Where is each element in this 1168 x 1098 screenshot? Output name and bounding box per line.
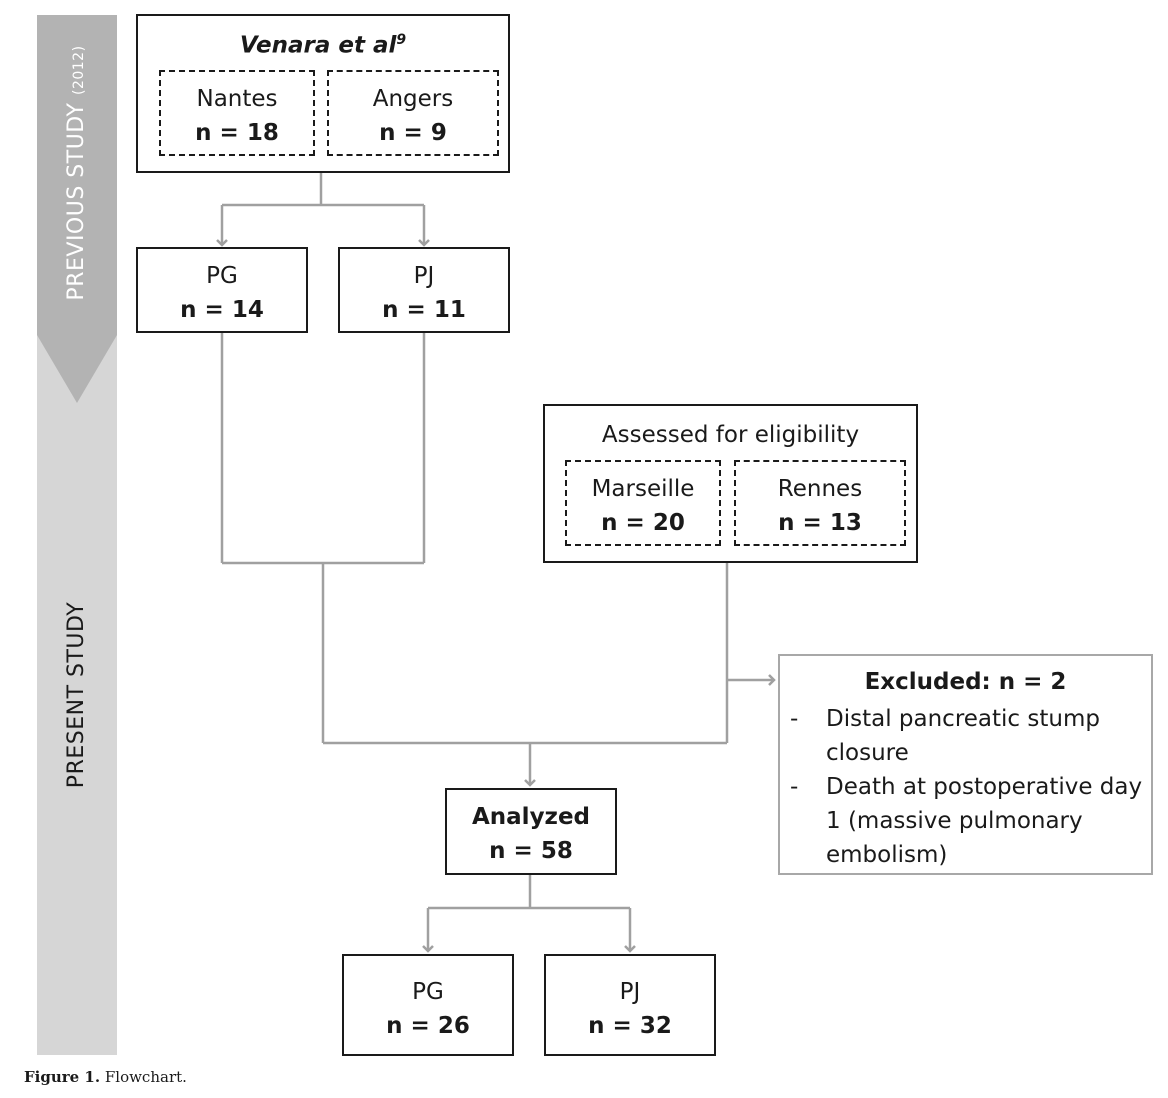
excluded-item-text: Distal pancreatic stump closure (826, 706, 1100, 766)
excluded-item: - Death at postoperative day 1 (massive … (790, 770, 1150, 872)
nantes-name: Nantes (196, 86, 278, 112)
rennes-box: Rennes n = 13 (734, 460, 906, 546)
excluded-item: - Distal pancreatic stump closure (790, 702, 1150, 770)
final-pg-box: PG n = 26 (342, 954, 514, 1056)
analyzed-label: Analyzed (471, 804, 591, 830)
figure-caption-text: Flowchart. (104, 1068, 187, 1086)
venara-study-box: Venara et al9 Nantes n = 18 Angers n = 9 (136, 14, 510, 173)
rennes-count: n = 13 (778, 510, 862, 536)
figure-caption: Figure 1. Flowchart. (24, 1068, 187, 1086)
nantes-box: Nantes n = 18 (159, 70, 315, 156)
figure-caption-label: Figure 1. (24, 1068, 101, 1086)
rennes-name: Rennes (777, 476, 863, 502)
nantes-count: n = 18 (195, 120, 279, 146)
prev-pg-box: PG n = 14 (136, 247, 308, 333)
previous-study-arrow (37, 15, 117, 403)
excluded-item-dash: - (790, 774, 799, 800)
excluded-box: Excluded: n = 2 - Distal pancreatic stum… (778, 654, 1153, 875)
final-pj-count: n = 32 (588, 1013, 672, 1039)
excluded-title: Excluded: n = 2 (864, 669, 1067, 695)
prev-pg-name: PG (206, 263, 238, 289)
analyzed-count: n = 58 (489, 838, 573, 864)
marseille-name: Marseille (591, 476, 695, 502)
present-study-band (37, 335, 117, 1055)
eligibility-title: Assessed for eligibility (601, 422, 860, 448)
analyzed-box: Analyzed n = 58 (445, 788, 617, 875)
angers-name: Angers (372, 86, 454, 112)
prev-pj-name: PJ (413, 263, 435, 289)
prev-pj-count: n = 11 (382, 297, 466, 323)
venara-title: Venara et al9 (239, 32, 407, 59)
final-pg-name: PG (412, 979, 444, 1005)
marseille-count: n = 20 (601, 510, 685, 536)
prev-pg-count: n = 14 (180, 297, 264, 323)
final-pj-box: PJ n = 32 (544, 954, 716, 1056)
eligibility-box: Assessed for eligibility Marseille n = 2… (543, 404, 918, 563)
prev-pj-box: PJ n = 11 (338, 247, 510, 333)
angers-box: Angers n = 9 (327, 70, 499, 156)
excluded-item-text: Death at postoperative day 1 (massive pu… (826, 774, 1143, 868)
marseille-box: Marseille n = 20 (565, 460, 721, 546)
final-pj-name: PJ (619, 979, 641, 1005)
excluded-item-dash: - (790, 706, 799, 732)
final-pg-count: n = 26 (386, 1013, 470, 1039)
angers-count: n = 9 (379, 120, 447, 146)
